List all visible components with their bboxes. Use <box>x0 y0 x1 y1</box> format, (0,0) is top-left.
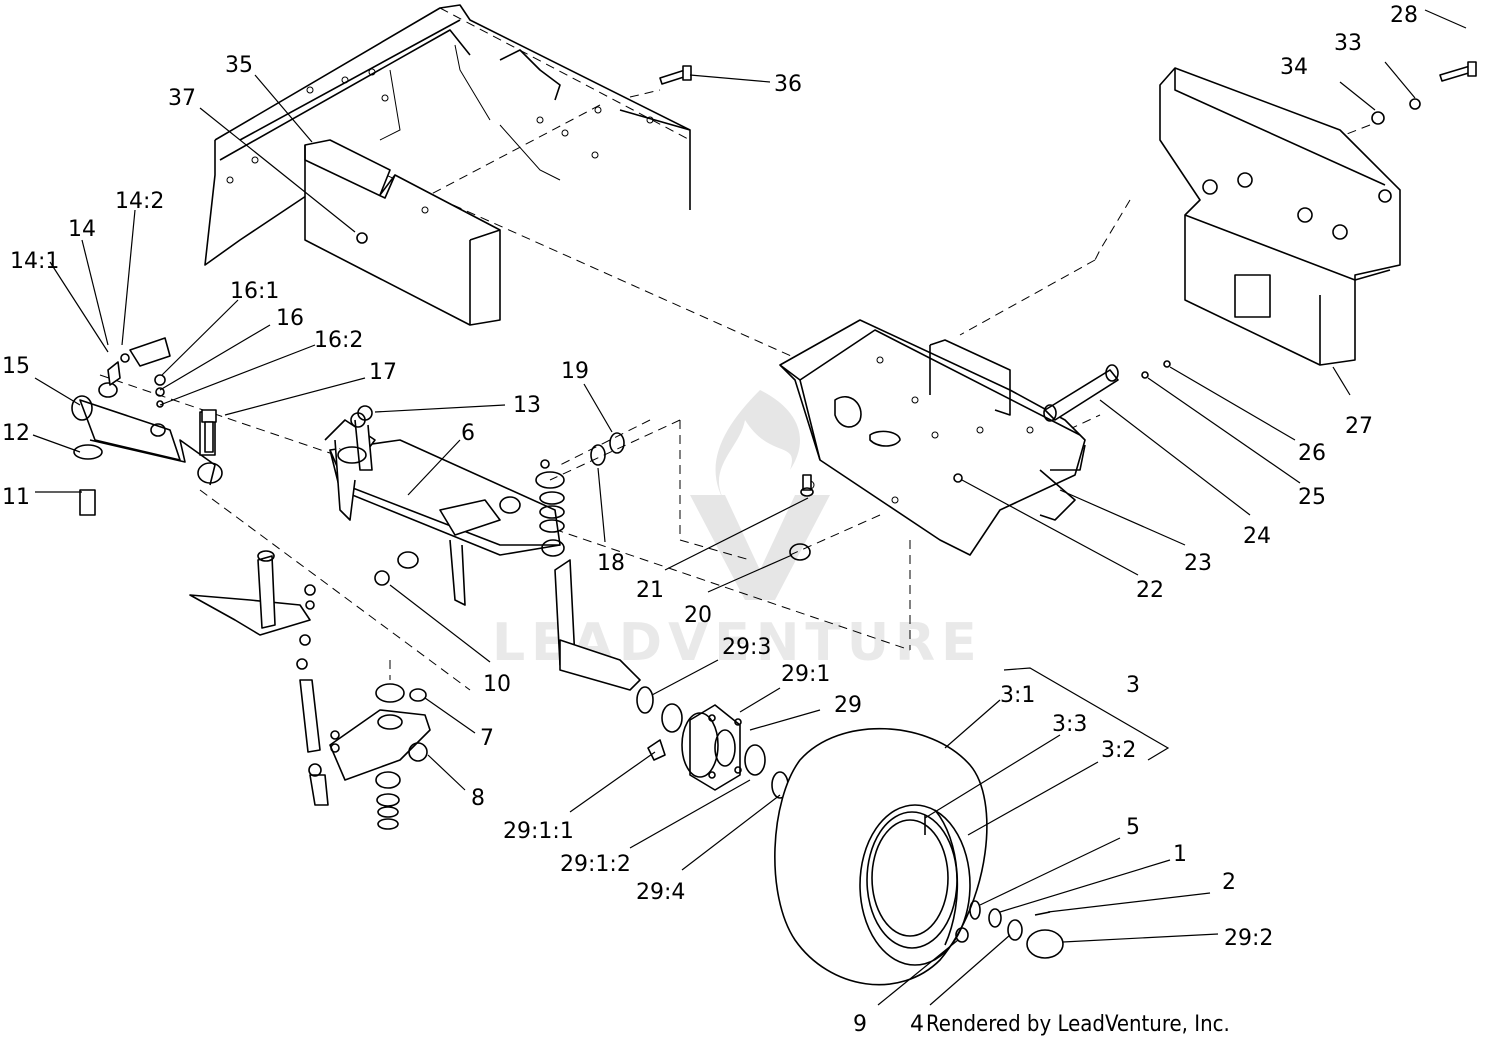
leader-lines <box>32 9 1467 1006</box>
steering-arm <box>329 683 431 830</box>
callout-9: 9 <box>853 1012 867 1037</box>
callout-16: 16 <box>276 306 304 331</box>
callout-28: 28 <box>1390 3 1418 28</box>
washer-33 <box>1409 98 1421 110</box>
callout-11: 11 <box>2 485 30 510</box>
bolt-21 <box>800 474 814 497</box>
callout-8: 8 <box>471 786 485 811</box>
callout-15: 15 <box>2 354 30 379</box>
callout-2: 2 <box>1222 870 1236 895</box>
callout-21: 21 <box>636 578 664 603</box>
callout-37: 37 <box>168 86 196 111</box>
wheel-hardware <box>955 900 1064 959</box>
callout-1: 1 <box>1173 842 1187 867</box>
callout-17: 17 <box>369 360 397 385</box>
wheel-hub-29 <box>636 686 789 799</box>
nut-13 <box>357 405 373 421</box>
callout-33: 33 <box>1334 31 1362 56</box>
bolt-36 <box>659 65 692 85</box>
frame-rail <box>204 4 691 266</box>
callout-12: 12 <box>2 421 30 446</box>
steering-cylinder <box>71 337 223 516</box>
callout-14-1: 14:1 <box>10 249 59 274</box>
fitting-22 <box>953 473 963 483</box>
callout-16-1: 16:1 <box>230 279 279 304</box>
callout-6: 6 <box>461 421 475 446</box>
callout-34: 34 <box>1280 55 1308 80</box>
washer-34 <box>1371 111 1385 125</box>
callout-14: 14 <box>68 217 96 242</box>
pin-24 <box>1043 360 1171 422</box>
washer-19 <box>609 432 625 454</box>
callout-18: 18 <box>597 551 625 576</box>
render-credit: Rendered by LeadVenture, Inc. <box>926 1012 1230 1037</box>
callout-19: 19 <box>561 359 589 384</box>
callout-13: 13 <box>513 393 541 418</box>
callout-4: 4 <box>910 1012 924 1037</box>
callout-29-1: 29:1 <box>781 662 830 687</box>
callout-14-2: 14:2 <box>115 189 164 214</box>
callout-29-3: 29:3 <box>722 635 771 660</box>
callout-3-2: 3:2 <box>1101 738 1136 763</box>
spindle-right <box>535 459 641 691</box>
wheel-assembly-3 <box>774 727 988 986</box>
callout-36: 36 <box>774 72 802 97</box>
callout-29: 29 <box>834 693 862 718</box>
callout-3-3: 3:3 <box>1052 712 1087 737</box>
callout-22: 22 <box>1136 578 1164 603</box>
callout-16-2: 16:2 <box>314 328 363 353</box>
callout-3: 3 <box>1126 673 1140 698</box>
callout-35: 35 <box>225 53 253 78</box>
callout-5: 5 <box>1126 815 1140 840</box>
spindle-left <box>189 550 329 806</box>
callout-29-2: 29:2 <box>1224 926 1273 951</box>
bolt-28 <box>1439 61 1477 82</box>
weight-bracket <box>779 319 1086 556</box>
callout-27: 27 <box>1345 414 1373 439</box>
rear-weight-35 <box>304 139 501 326</box>
callout-24: 24 <box>1243 524 1271 549</box>
callout-23: 23 <box>1184 551 1212 576</box>
callout-29-1-2: 29:1:2 <box>560 852 631 877</box>
callout-3-1: 3:1 <box>1000 683 1035 708</box>
bolt-17 <box>201 409 217 453</box>
callout-10: 10 <box>483 672 511 697</box>
callout-26: 26 <box>1298 441 1326 466</box>
callout-20: 20 <box>684 603 712 628</box>
callout-7: 7 <box>480 726 494 751</box>
callout-29-4: 29:4 <box>636 880 685 905</box>
nut-20 <box>789 543 811 561</box>
watermark-logo <box>690 390 830 600</box>
washer-18 <box>590 444 606 466</box>
callout-labels: 28 33 34 35 36 37 14:2 14 14:1 16:1 16 1… <box>2 3 1418 1037</box>
callout-25: 25 <box>1298 485 1326 510</box>
front-weight-27 <box>1159 67 1401 366</box>
callout-29-1-1: 29:1:1 <box>503 819 574 844</box>
front-axle-6 <box>324 412 561 606</box>
